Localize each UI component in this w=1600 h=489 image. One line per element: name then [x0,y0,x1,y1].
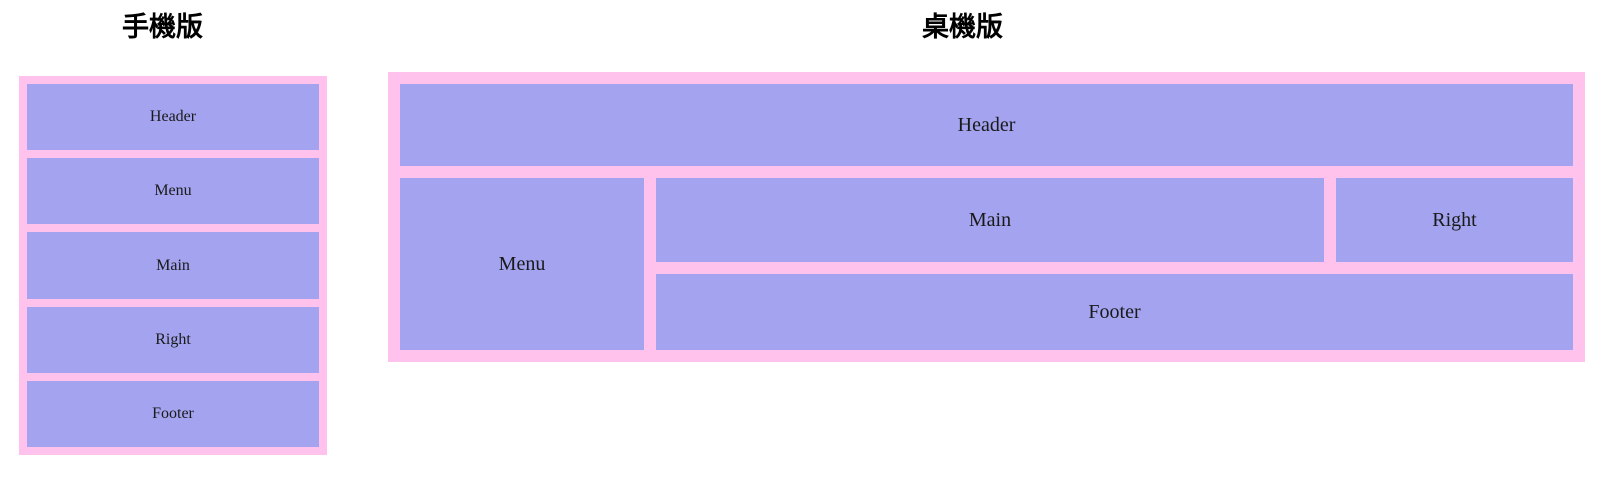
desktop-layout-title: 桌機版 [922,12,1003,43]
mobile-block-right: Right [27,306,319,373]
desktop-block-main: Main [656,178,1324,262]
desktop-content-column: Main Right Footer [656,178,1573,350]
mobile-block-menu: Menu [27,158,319,225]
desktop-main-right-row: Main Right [656,178,1573,262]
mobile-layout-container: Header Menu Main Right Footer [19,76,327,455]
mobile-block-header: Header [27,84,319,151]
desktop-block-right: Right [1336,178,1573,262]
desktop-block-menu: Menu [400,178,644,350]
desktop-block-footer: Footer [656,274,1573,350]
mobile-layout-title: 手機版 [122,12,203,43]
desktop-block-header: Header [400,84,1573,166]
mobile-block-main: Main [27,232,319,299]
desktop-body-row: Menu Main Right Footer [400,178,1573,350]
desktop-layout-container: Header Menu Main Right Footer [388,72,1585,362]
mobile-block-footer: Footer [27,380,319,448]
